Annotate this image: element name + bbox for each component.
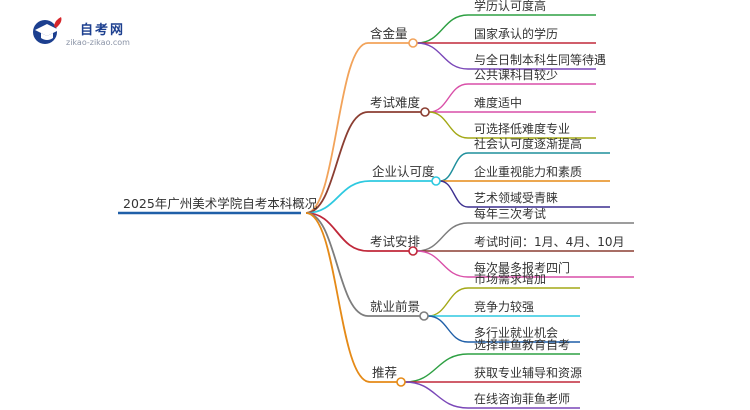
leaf-node-label: 竞争力较强: [474, 299, 534, 314]
leaf-edge: [427, 287, 469, 317]
leaf-edge: [428, 83, 469, 113]
branch-node-label: 推荐: [372, 365, 397, 380]
leaf-edge: [416, 222, 469, 252]
logo-url: zikao-zikao.com: [66, 38, 130, 47]
leaf-node-label: 考试时间：1月、4月、10月: [474, 234, 625, 249]
leaf-node-label: 获取专业辅导和资源: [474, 365, 582, 380]
leaf-edge: [404, 353, 469, 383]
branch-node-circle: [419, 311, 429, 321]
branch-edge: [305, 212, 369, 317]
branch-edge: [305, 212, 371, 383]
leaf-node-label: 每次最多报考四门: [474, 260, 570, 275]
branch-edge: [305, 212, 369, 252]
leaf-node-label: 在线咨询菲鱼老师: [474, 391, 570, 406]
leaf-node-label: 市场需求增加: [474, 271, 546, 286]
leaf-edge: [439, 180, 469, 208]
branch-edge: [305, 180, 371, 214]
leaf-node-label: 难度适中: [474, 95, 522, 110]
leaf-node-label: 多行业就业机会: [474, 326, 558, 340]
leaf-node-label: 国家承认的学历: [474, 26, 558, 41]
leaf-node-label: 每年三次考试: [474, 206, 546, 221]
branch-node-label: 企业认可度: [372, 164, 435, 179]
branch-edge: [305, 111, 369, 214]
logo-name: 自考网: [80, 23, 126, 38]
leaf-edge: [427, 315, 469, 343]
leaf-edge: [416, 42, 469, 70]
leaf-edge: [416, 250, 469, 278]
site-logo[interactable]: 自考网 zikao-zikao.com: [30, 16, 142, 50]
branch-node-label: 考试难度: [370, 95, 421, 110]
mindmap-edges: [118, 14, 634, 409]
branch-node-circle: [396, 377, 406, 387]
leaf-node-label: 公共课科目较少: [474, 67, 558, 82]
branch-node-circle: [408, 38, 418, 48]
leaf-edge: [439, 152, 469, 182]
leaf-node-label: 与全日制本科生同等待遇: [474, 52, 606, 67]
leaf-edge: [428, 111, 469, 139]
graduation-cap-icon: [33, 17, 62, 44]
leaf-node-label: 企业重视能力和素质: [474, 164, 582, 179]
branch-node-label: 考试安排: [370, 234, 421, 249]
branch-node-circle: [408, 246, 418, 256]
branch-node-circle: [420, 107, 430, 117]
leaf-node-label: 选择菲鱼教育自考: [474, 337, 570, 352]
leaf-edge: [404, 381, 469, 409]
leaf-node-label: 可选择低难度专业: [474, 121, 570, 136]
leaf-node-label: 学历认可度高: [474, 0, 546, 13]
root-node-label: 2025年广州美术学院自考本科概况: [123, 196, 318, 211]
leaf-node-label: 社会认可度逐渐提高: [474, 136, 582, 151]
branch-node-label: 就业前景: [370, 299, 420, 314]
branch-node-circle: [431, 176, 441, 186]
mindmap-nodes: 2025年广州美术学院自考本科概况 含金量 学历认可度高国家承认的学历与全日制本科生…: [123, 0, 625, 406]
leaf-node-label: 艺术领域受青睐: [474, 191, 558, 205]
branch-edge: [305, 42, 369, 214]
branch-node-label: 含金量: [370, 26, 408, 41]
leaf-edge: [416, 14, 469, 44]
